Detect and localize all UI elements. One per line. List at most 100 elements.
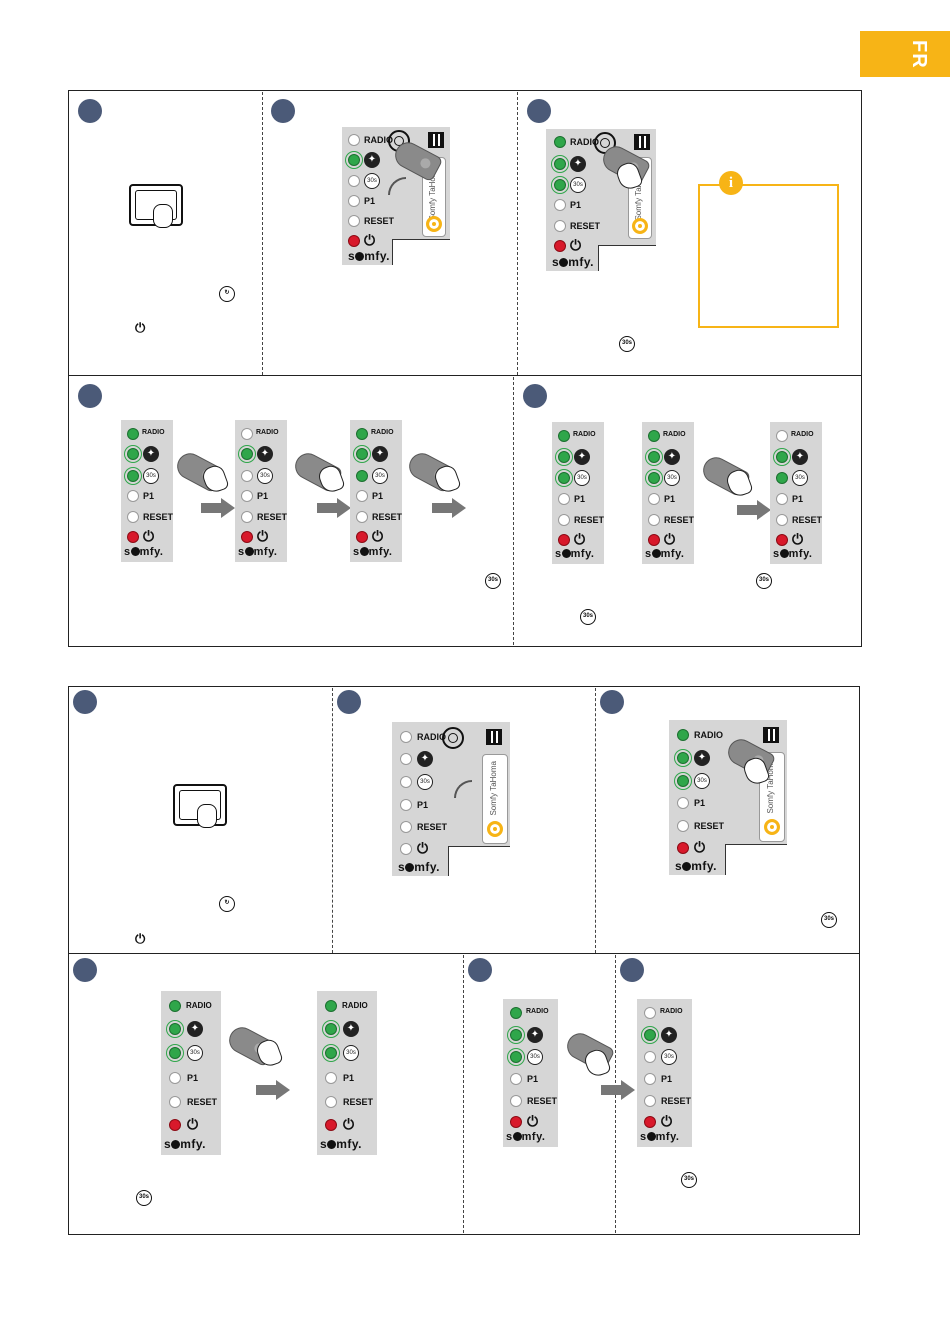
p1-label: P1 (343, 1073, 355, 1083)
led-timer (127, 470, 139, 482)
arrow-right-icon (201, 498, 235, 518)
led-reset (554, 220, 566, 232)
reset-label: RESET (574, 515, 604, 525)
led-p1 (677, 797, 689, 809)
pedestrian-icon: ✦ (792, 449, 808, 465)
target-icon (442, 727, 464, 749)
led-power (558, 534, 570, 546)
led-power (348, 235, 360, 247)
led-p1 (776, 493, 788, 505)
led-reset (348, 215, 360, 227)
led-pedestrian (510, 1029, 522, 1041)
led-radio (356, 428, 368, 440)
led-timer (356, 470, 368, 482)
language-tab: FR (860, 31, 950, 77)
pedestrian-icon: ✦ (372, 446, 388, 462)
30s-timer-icon: 30s (619, 336, 635, 352)
step-badge (468, 958, 492, 982)
reset-label: RESET (343, 1097, 374, 1107)
30s-timer-icon: 30s (580, 609, 596, 625)
led-reset (644, 1095, 656, 1107)
p1-label: P1 (792, 494, 804, 504)
radio-label: RADIO (256, 429, 279, 436)
timer-icon: 30s (694, 773, 710, 789)
led-reset (558, 514, 570, 526)
reset-label: RESET (694, 821, 725, 831)
qr-code-icon (763, 727, 779, 743)
pedestrian-icon: ✦ (664, 449, 680, 465)
p1-label: P1 (417, 800, 429, 810)
radio-label: RADIO (342, 1001, 368, 1010)
step-badge (527, 99, 551, 123)
led-pedestrian (325, 1023, 337, 1035)
led-p1 (356, 490, 368, 502)
radio-waves-icon (454, 780, 472, 798)
radio-label: RADIO (526, 1008, 549, 1015)
timer-icon: 30s (417, 774, 433, 790)
reset-label: RESET (792, 515, 822, 525)
radio-label: RADIO (417, 732, 446, 742)
led-power (510, 1116, 522, 1128)
reset-label: RESET (664, 515, 694, 525)
power-icon: ⏻ (694, 839, 706, 855)
radio-waves-icon (388, 177, 406, 195)
led-pedestrian (356, 448, 368, 460)
touch-button-icon (173, 784, 227, 828)
led-timer (648, 472, 660, 484)
p1-label: P1 (143, 491, 155, 501)
led-reset (648, 514, 660, 526)
divider (68, 375, 862, 376)
led-p1 (644, 1073, 656, 1085)
radio-label: RADIO (364, 135, 393, 145)
p1-label: P1 (527, 1074, 539, 1084)
procedure-frame-bottom (68, 686, 860, 1235)
divider (517, 92, 518, 375)
power-icon: ⏻ (257, 528, 269, 544)
led-radio (241, 428, 253, 440)
timer-icon: 30s (364, 173, 380, 189)
led-radio (644, 1007, 656, 1019)
divider (332, 688, 333, 953)
30s-timer-icon: 30s (756, 573, 772, 589)
led-radio (348, 134, 360, 146)
p1-label: P1 (570, 200, 582, 210)
power-icon: ⏻ (574, 531, 586, 547)
radio-signal-icon: ↻ (219, 896, 235, 912)
led-radio (169, 1000, 181, 1012)
timer-icon: 30s (527, 1049, 543, 1065)
led-radio (776, 430, 788, 442)
led-timer (644, 1051, 656, 1063)
divider (595, 688, 596, 953)
led-timer (776, 472, 788, 484)
led-power (325, 1119, 337, 1131)
radio-label: RADIO (186, 1001, 212, 1010)
pedestrian-icon: ✦ (527, 1027, 543, 1043)
power-icon: ⏻ (792, 531, 804, 547)
led-p1 (554, 199, 566, 211)
led-pedestrian (169, 1023, 181, 1035)
arrow-right-icon (317, 498, 351, 518)
led-reset (169, 1096, 181, 1108)
pedestrian-icon: ✦ (417, 751, 433, 767)
timer-icon: 30s (574, 470, 590, 486)
info-icon: i (719, 171, 743, 195)
timer-icon: 30s (792, 470, 808, 486)
led-timer (558, 472, 570, 484)
led-radio (554, 136, 566, 148)
led-reset (325, 1096, 337, 1108)
divider (463, 955, 464, 1233)
pedestrian-icon: ✦ (694, 750, 710, 766)
reset-label: RESET (143, 512, 173, 522)
radio-label: RADIO (573, 431, 596, 438)
